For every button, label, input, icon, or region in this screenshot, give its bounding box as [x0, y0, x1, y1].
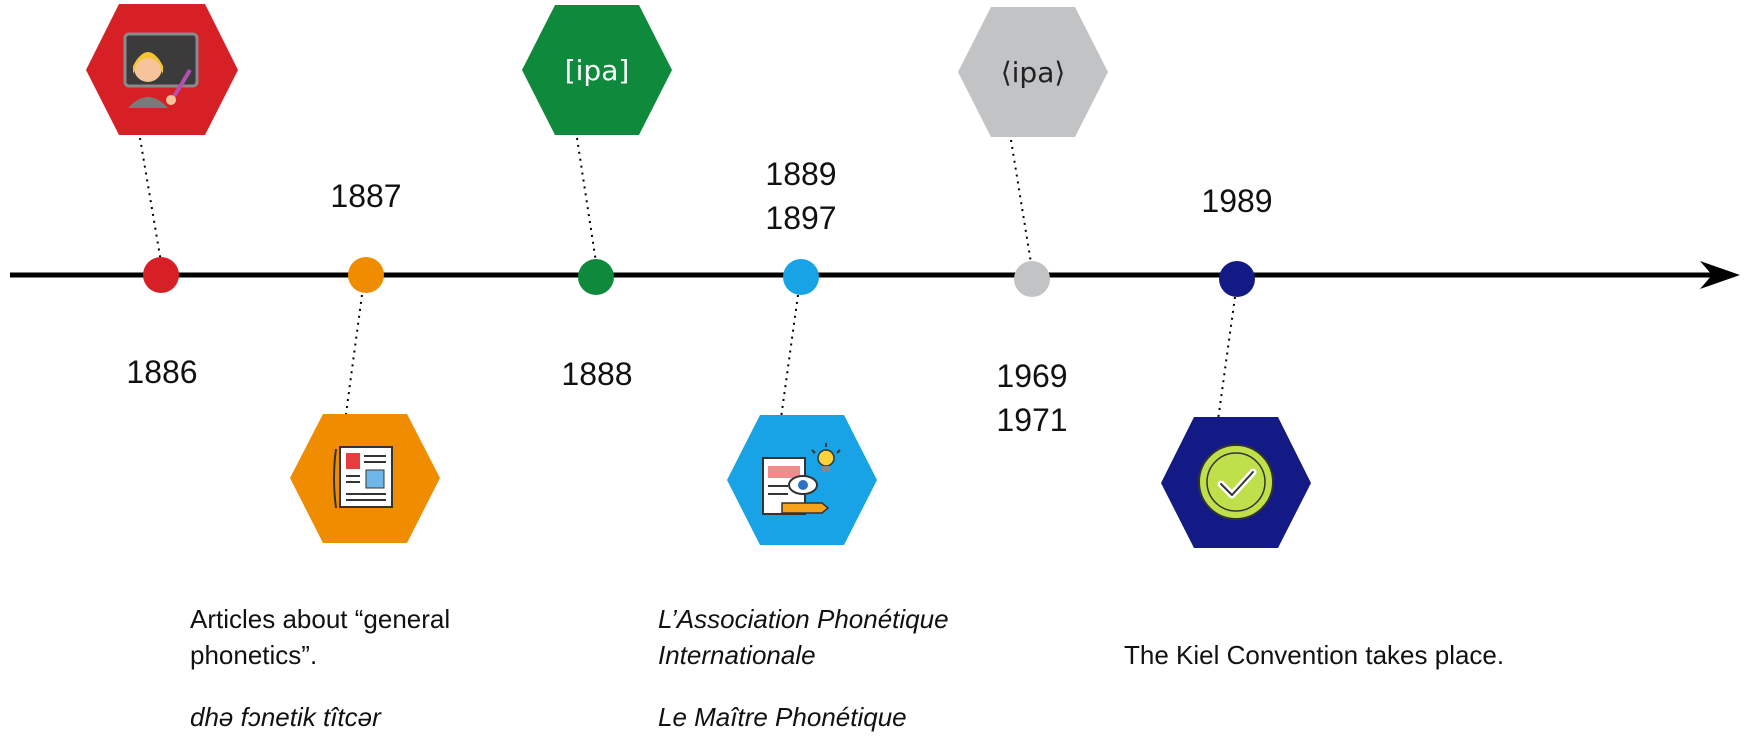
hex-1889 [727, 415, 877, 545]
year-1889: 1889 [765, 156, 837, 192]
caption-1989-text: The Kiel Convention takes place. [1124, 640, 1505, 670]
year-1887: 1887 [330, 178, 402, 214]
event-dot-1887 [348, 257, 384, 293]
connector-1989 [1217, 296, 1236, 421]
hex-1969: ⟨ipa⟩ [958, 7, 1108, 137]
hex-1989 [1161, 417, 1311, 548]
hex-label-1969: ⟨ipa⟩ [1001, 56, 1066, 89]
hex-label-1888: [ipa] [565, 54, 630, 87]
connector-1969 [1010, 139, 1032, 264]
caption-1889: L’Association Phonétique Internationale … [658, 601, 988, 735]
year-1886: 1886 [126, 354, 198, 390]
year-1989: 1989 [1201, 183, 1273, 219]
year-1971: 1971 [996, 402, 1068, 438]
hex-1888: [ipa] [522, 5, 672, 135]
caption-1887-italic: dhə fɔnetik tîtcər [190, 702, 381, 732]
year-1969: 1969 [996, 358, 1068, 394]
year-label-1888: 1888 [537, 352, 657, 396]
connector-1888 [576, 137, 597, 263]
event-dot-1989 [1219, 261, 1255, 297]
caption-1887-text: Articles about “general phonetics”. [190, 604, 451, 670]
document-eye-idea-icon [762, 443, 841, 515]
hex-1887 [290, 414, 440, 543]
event-dot-1889 [783, 259, 819, 295]
year-label-1989: 1989 [1177, 179, 1297, 223]
checkmark-badge-icon [1198, 444, 1274, 520]
newspaper-articles-icon [333, 446, 393, 509]
caption-1889-association: L’Association Phonétique Internationale [658, 604, 949, 670]
caption-1989: The Kiel Convention takes place. [1124, 637, 1564, 673]
year-label-1886: 1886 [102, 350, 222, 394]
year-1897: 1897 [765, 200, 837, 236]
teacher-at-blackboard-icon [123, 32, 199, 108]
event-dot-1888 [578, 259, 614, 295]
event-dot-1969 [1014, 261, 1050, 297]
caption-1887: Articles about “general phonetics”. dhə … [190, 601, 490, 735]
connector-1889 [780, 294, 799, 419]
caption-1889-journal: Le Maître Phonétique [658, 702, 907, 732]
year-label-1969-1971: 1969 1971 [972, 354, 1092, 442]
axis-arrow-head [1700, 261, 1740, 289]
year-label-1887: 1887 [306, 174, 426, 218]
event-dot-1886 [143, 257, 179, 293]
connector-1886 [139, 137, 162, 263]
year-label-1889-1897: 1889 1897 [741, 152, 861, 240]
year-1888: 1888 [561, 356, 633, 392]
hex-1886 [86, 4, 238, 135]
connector-1887 [345, 294, 363, 415]
